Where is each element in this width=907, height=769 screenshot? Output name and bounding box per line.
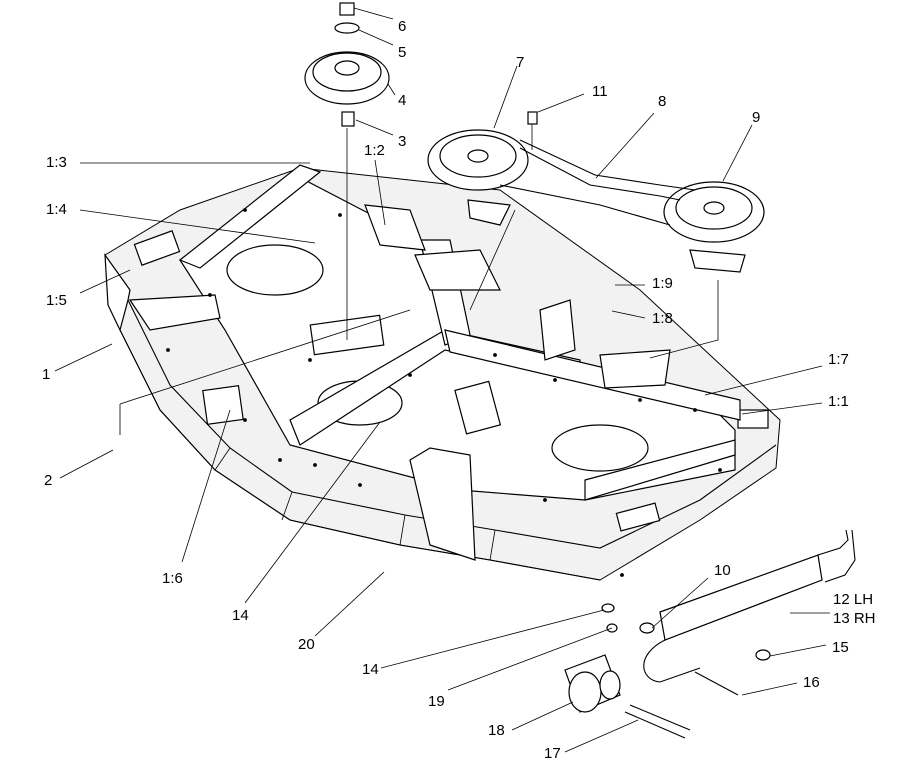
callout-18: 18 xyxy=(488,722,505,739)
callout-1-3: 1:3 xyxy=(46,154,67,171)
callout-1: 1 xyxy=(42,366,51,383)
callout-19: 19 xyxy=(428,693,445,710)
callout-1-1: 1:1 xyxy=(828,393,849,410)
callout-1-7: 1:7 xyxy=(828,351,849,368)
callout-11: 11 xyxy=(592,83,608,100)
brackets xyxy=(128,204,671,561)
callout-13-rh: 13 RH xyxy=(833,610,876,627)
callout-20: 20 xyxy=(298,636,315,653)
callout-17: 17 xyxy=(544,745,561,762)
callout-14-upper: 14 xyxy=(232,607,249,624)
callout-1-9: 1:9 xyxy=(652,275,673,292)
callout-7: 7 xyxy=(516,54,525,71)
callout-6: 6 xyxy=(398,18,407,35)
callout-1-2: 1:2 xyxy=(364,142,385,159)
callout-2: 2 xyxy=(44,472,53,489)
idler-pulleys-belt xyxy=(427,111,765,359)
callout-9: 9 xyxy=(752,109,761,126)
callout-16: 16 xyxy=(803,674,820,691)
roller-bar-assembly xyxy=(564,529,856,739)
deck-holes xyxy=(166,208,722,577)
callout-1-5: 1:5 xyxy=(46,292,67,309)
callout-15: 15 xyxy=(832,639,849,656)
leader-lines xyxy=(54,7,830,753)
pulley-stack xyxy=(304,2,390,340)
callout-1-4: 1:4 xyxy=(46,201,67,218)
callout-5: 5 xyxy=(398,44,407,61)
callout-4: 4 xyxy=(398,92,407,109)
callout-14-lower: 14 xyxy=(362,661,379,678)
callout-3: 3 xyxy=(398,133,407,150)
callout-8: 8 xyxy=(658,93,667,110)
callout-1-6: 1:6 xyxy=(162,570,183,587)
deck-frame-rails xyxy=(178,164,741,501)
callout-1-8: 1:8 xyxy=(652,310,673,327)
callout-10: 10 xyxy=(714,562,731,579)
callout-12-lh: 12 LH xyxy=(833,591,874,608)
